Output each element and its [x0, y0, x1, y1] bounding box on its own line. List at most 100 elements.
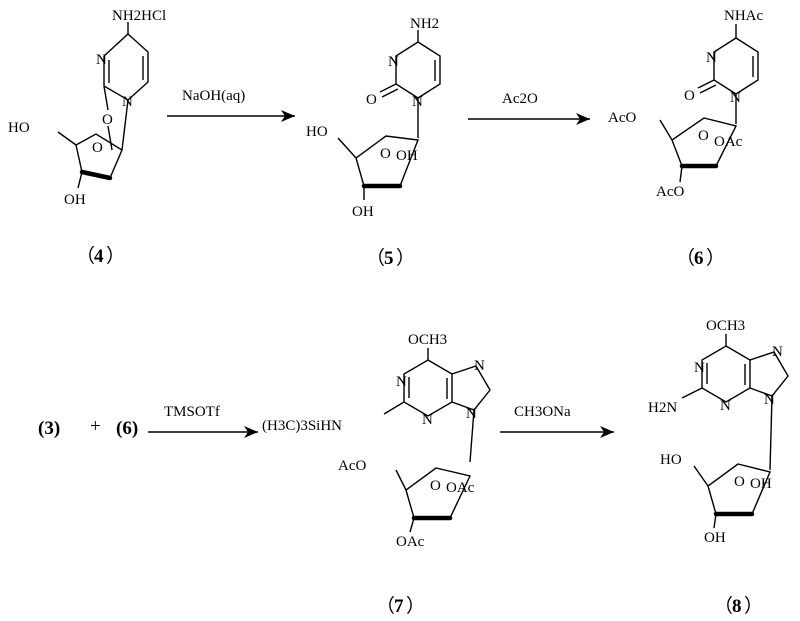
arrow-1-head [281, 110, 295, 122]
c6-caption-number: 6 [694, 248, 704, 269]
c4-ring-n1: N [96, 52, 107, 68]
c8-oh-bottom: OH [704, 530, 726, 546]
c7-n-glycosidic-bond [469, 409, 475, 463]
c5-oh-right: OH [396, 148, 418, 164]
c7-caption-open: （ [376, 595, 395, 617]
c8-n9: N [764, 392, 775, 408]
c7-furanose-ring [405, 467, 472, 519]
c6-ch2-bond [659, 119, 673, 141]
c6-ring-n1: N [706, 50, 717, 66]
c7-oac-right: OAc [446, 480, 475, 496]
c7-oac-bottom: OAc [396, 534, 425, 550]
c4-bridge-o: O [102, 112, 113, 128]
c4-anomeric-bond [121, 99, 129, 151]
c6-amide-label: NHAc [724, 8, 763, 24]
c5-ch2-bond [337, 137, 357, 159]
c4-caption-open: （ [76, 245, 95, 267]
c7-pyrimidine-ring [403, 359, 453, 417]
reaction-arrow-3: TMSOTf [148, 404, 258, 438]
compound-6: NHAc N N O O AcO OAc AcO （ 6 ） [608, 8, 763, 269]
c6-furanose-ring [671, 117, 738, 167]
c8-caption-open: （ [714, 595, 733, 617]
c8-oh-right: OH [750, 476, 772, 492]
c8-methoxy-label: OCH3 [706, 318, 745, 334]
c7-sugar-o: O [430, 478, 441, 494]
c5-sugar-o: O [380, 146, 391, 162]
c8-n3: N [720, 398, 731, 414]
c8-caption-close: ） [744, 595, 763, 617]
arrow-2-reagent: Ac2O [502, 91, 538, 107]
c6-carbonyl-bond [697, 79, 715, 89]
c4-oh-label: OH [64, 192, 86, 208]
compound-5: NH2 N N O O HO OH OH （ 5 ） [306, 16, 441, 269]
c5-oh-bottom: OH [352, 204, 374, 220]
c7-n1: N [396, 374, 407, 390]
plus-sign: + [90, 416, 101, 437]
c6-caption-close: ） [706, 247, 725, 269]
c4-amine-label: NH2HCl [112, 8, 166, 24]
c8-ch2-bond [693, 465, 709, 487]
c8-n7: N [772, 344, 783, 360]
c4-pyrimidine-ring [103, 33, 149, 101]
c8-imidazole-ring [749, 351, 789, 397]
reactant-3-label: (3) [38, 418, 60, 439]
c7-caption-number: 7 [394, 596, 404, 617]
c8-caption-number: 8 [732, 596, 742, 617]
reaction-arrow-2: Ac2O [468, 91, 590, 125]
c6-carbonyl-o: O [684, 88, 695, 104]
c6-sugar-o: O [698, 128, 709, 144]
arrow-3-head [244, 426, 258, 438]
c6-oac-right: OAc [714, 134, 743, 150]
c8-oh-bond [713, 513, 717, 529]
c7-methoxy-label: OCH3 [408, 332, 447, 348]
c8-ho-left: HO [660, 452, 682, 468]
c4-furanose-ring [75, 133, 123, 179]
c5-furanose-ring [355, 135, 419, 187]
c7-imidazole-ring [451, 365, 491, 411]
c5-pyrimidine-ring [395, 41, 441, 99]
c4-ring-n2: N [122, 94, 133, 110]
c7-silyl-bond [383, 401, 405, 415]
c5-caption-close: ） [396, 247, 415, 269]
c6-pyrimidine-ring [713, 37, 759, 95]
c5-carbonyl-bond [379, 83, 397, 93]
c8-n1: N [694, 360, 705, 376]
c5-ring-n2: N [412, 94, 423, 110]
c6-caption-open: （ [676, 247, 695, 269]
c8-amine-label: H2N [648, 400, 677, 416]
c6-aco-bottom: AcO [656, 184, 684, 200]
reactants-row-2: (3) + (6) [38, 416, 138, 439]
c7-caption-close: ） [406, 595, 425, 617]
c5-amine-label: NH2 [410, 16, 439, 32]
c6-ring-n2: N [730, 90, 741, 106]
c6-oac-bond [679, 165, 683, 183]
c5-carbonyl-bond-2 [381, 88, 399, 98]
c8-pyrimidine-ring [701, 345, 751, 403]
c4-ch2-bond [57, 131, 77, 146]
arrow-3-reagent: TMSOTf [164, 404, 220, 420]
c7-n9: N [466, 406, 477, 422]
c4-sugar-o: O [92, 140, 103, 156]
c5-ring-n1: N [388, 54, 399, 70]
c5-caption-open: （ [366, 247, 385, 269]
c8-amine-bond [681, 387, 703, 399]
compound-8: OCH3 H2N N N N N O HO OH OH （ 8 ） [648, 318, 789, 617]
arrow-4-reagent: CH3ONa [514, 404, 571, 420]
reaction-arrow-4: CH3ONa [500, 404, 614, 438]
c4-bridge-bond [103, 85, 109, 111]
c4-bridge-bond-2 [107, 125, 113, 151]
compound-7: OCH3 (H3C)3SiHN N N N N O AcO OAc OAc （ … [262, 332, 491, 617]
c4-caption-close: ） [106, 245, 125, 267]
reactant-6-label: (6) [116, 418, 138, 439]
c8-sugar-o: O [734, 474, 745, 490]
reaction-arrow-1: NaOH(aq) [167, 88, 295, 122]
c7-aco-left: AcO [338, 458, 366, 474]
c8-furanose-ring [707, 463, 771, 515]
c7-n3: N [422, 412, 433, 428]
c7-oac-bond [409, 517, 415, 533]
arrow-4-head [600, 426, 614, 438]
c6-carbonyl-bond-2 [699, 84, 717, 94]
c4-wedge-bond [79, 169, 113, 181]
